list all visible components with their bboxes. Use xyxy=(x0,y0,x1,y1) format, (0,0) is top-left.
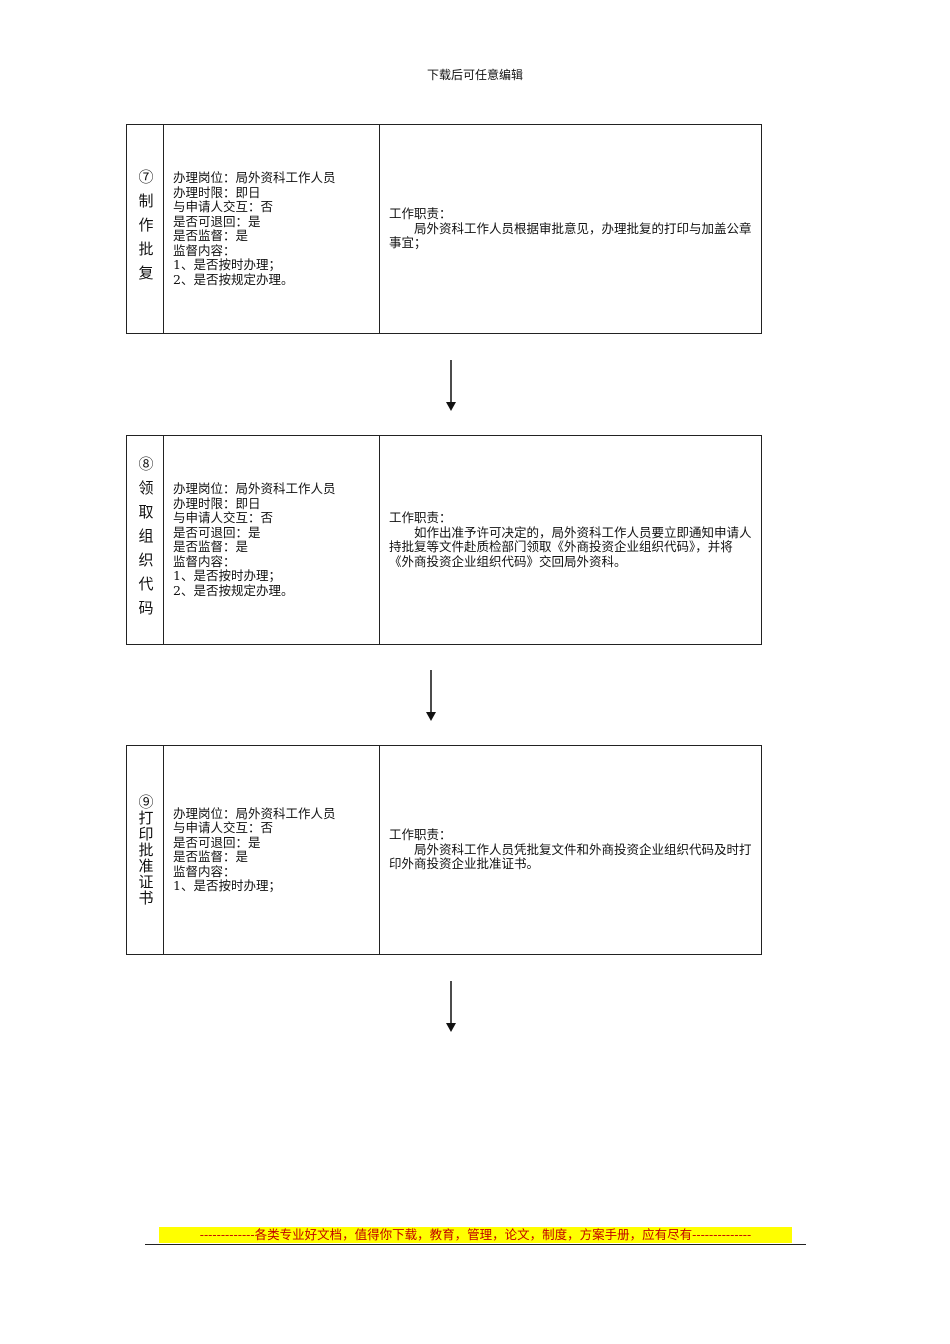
info-line: 与申请人交互：否 xyxy=(173,199,274,214)
step-box-8: ⑧领取组织代码 办理岗位：局外资科工作人员 办理时限：即日 与申请人交互：否 是… xyxy=(126,435,762,645)
info-line: 是否可退回：是 xyxy=(173,524,261,540)
info-line: 2、是否按规定办理。 xyxy=(173,271,294,287)
step-info: 办理岗位：局外资科工作人员 与申请人交互：否 是否可退回：是 是否监督：是 监督… xyxy=(164,746,380,954)
info-line: 是否监督：是 xyxy=(173,539,249,554)
info-line: 办理岗位：局外资科工作人员 xyxy=(173,481,336,496)
info-line: 办理时限：即日 xyxy=(173,184,261,200)
info-line: 是否监督：是 xyxy=(173,228,249,243)
info-list: 办理岗位：局外资科工作人员 办理时限：即日 与申请人交互：否 是否可退回：是 是… xyxy=(173,170,336,287)
info-line: 监督内容： xyxy=(173,553,236,569)
step-box-9: ⑨打印批准证书 办理岗位：局外资科工作人员 与申请人交互：否 是否可退回：是 是… xyxy=(126,745,762,955)
info-line: 1、是否按时办理； xyxy=(173,257,281,272)
info-line: 是否可退回：是 xyxy=(173,213,261,229)
step-title: ⑨打印批准证书 xyxy=(127,746,164,954)
step-title: ⑧领取组织代码 xyxy=(127,436,164,644)
down-arrow-icon xyxy=(446,981,456,1032)
info-line: 办理时限：即日 xyxy=(173,495,261,511)
down-arrow-icon xyxy=(446,360,456,411)
info-list: 办理岗位：局外资科工作人员 办理时限：即日 与申请人交互：否 是否可退回：是 是… xyxy=(173,481,336,598)
page-header: 下载后可任意编辑 xyxy=(426,68,523,82)
duty-text: 如作出准予许可决定的，局外资科工作人员要立即通知申请人持批复等文件赴质检部门领取… xyxy=(389,524,752,569)
info-line: 与申请人交互：否 xyxy=(173,820,274,835)
step-duty: 工作职责： 局外资科工作人员凭批复文件和外商投资企业组织代码及时打印外商投资企业… xyxy=(380,746,761,954)
down-arrow-icon xyxy=(426,670,436,721)
footer-banner: -------------各类专业好文档，值得你下载，教育，管理，论文，制度，方… xyxy=(159,1227,792,1243)
step-title: ⑦制作批复 xyxy=(127,125,164,333)
footer-divider xyxy=(145,1244,806,1245)
info-list: 办理岗位：局外资科工作人员 与申请人交互：否 是否可退回：是 是否监督：是 监督… xyxy=(173,805,336,894)
step-duty: 工作职责： 如作出准予许可决定的，局外资科工作人员要立即通知申请人持批复等文件赴… xyxy=(380,436,761,644)
duty-text: 局外资科工作人员根据审批意见，办理批复的打印与加盖公章事宜； xyxy=(389,220,752,251)
info-line: 1、是否按时办理； xyxy=(173,568,281,583)
info-line: 监督内容： xyxy=(173,863,236,879)
step-duty: 工作职责： 局外资科工作人员根据审批意见，办理批复的打印与加盖公章事宜； xyxy=(380,125,761,333)
step-info: 办理岗位：局外资科工作人员 办理时限：即日 与申请人交互：否 是否可退回：是 是… xyxy=(164,125,380,333)
info-line: 办理岗位：局外资科工作人员 xyxy=(173,170,336,185)
step-title-text: ⑧领取组织代码 xyxy=(136,456,155,624)
info-line: 办理岗位：局外资科工作人员 xyxy=(173,805,336,821)
info-line: 监督内容： xyxy=(173,242,236,258)
step-title-text: ⑦制作批复 xyxy=(136,169,155,289)
info-line: 1、是否按时办理； xyxy=(173,878,281,893)
info-line: 2、是否按规定办理。 xyxy=(173,582,294,598)
duty-text: 局外资科工作人员凭批复文件和外商投资企业组织代码及时打印外商投资企业批准证书。 xyxy=(389,841,752,872)
duty-label: 工作职责： xyxy=(389,206,452,222)
step-info: 办理岗位：局外资科工作人员 办理时限：即日 与申请人交互：否 是否可退回：是 是… xyxy=(164,436,380,644)
duty-label: 工作职责： xyxy=(389,510,452,525)
step-title-text: ⑨打印批准证书 xyxy=(136,794,155,906)
duty-label: 工作职责： xyxy=(389,827,452,843)
info-line: 与申请人交互：否 xyxy=(173,510,274,525)
info-line: 是否可退回：是 xyxy=(173,834,261,850)
info-line: 是否监督：是 xyxy=(173,849,249,864)
step-box-7: ⑦制作批复 办理岗位：局外资科工作人员 办理时限：即日 与申请人交互：否 是否可… xyxy=(126,124,762,334)
